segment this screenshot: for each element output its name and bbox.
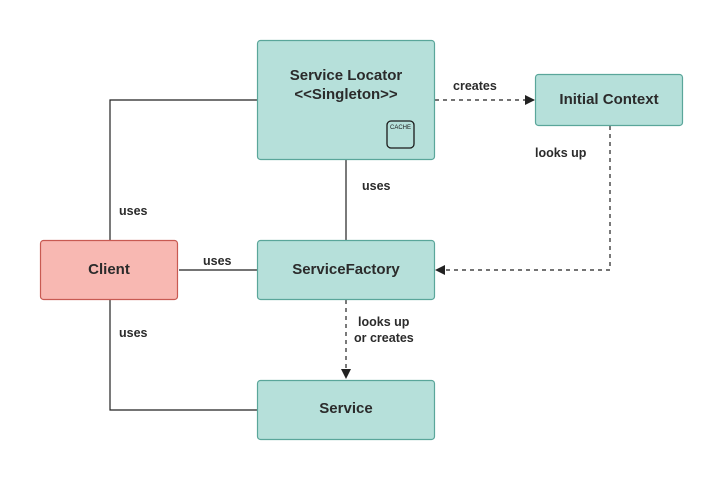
cache-badge-label: CACHE — [390, 125, 411, 131]
edge-label-or-creates: or creates — [354, 331, 414, 345]
service-factory-box — [256, 239, 436, 301]
edge-client-uses-locator — [109, 99, 257, 240]
initial-context-label: Initial Context — [559, 91, 658, 108]
edge-label-creates: creates — [453, 79, 497, 93]
service-locator-stereotype: <<Singleton>> — [294, 86, 398, 103]
edge-label-context-looks-up: looks up — [535, 146, 587, 160]
edge-label-client-uses-factory: uses — [203, 254, 232, 268]
initial-context-box — [534, 73, 684, 127]
node-service-factory[interactable]: ServiceFactory — [256, 239, 436, 301]
edge-label-client-uses-service: uses — [119, 326, 148, 340]
edge-label-locator-uses: uses — [362, 179, 391, 193]
cache-icon — [386, 120, 415, 149]
edge-label-looks-up: looks up — [358, 315, 410, 329]
node-service-locator[interactable]: Service Locator <<Singleton>> CACHE — [256, 39, 436, 161]
edge-client-uses-service — [109, 300, 257, 411]
client-box — [39, 239, 179, 301]
service-box — [256, 379, 436, 441]
node-service[interactable]: Service — [256, 379, 436, 441]
node-client[interactable]: Client — [39, 239, 179, 301]
service-factory-label: ServiceFactory — [292, 261, 400, 278]
cache-badge: CACHE — [386, 120, 415, 149]
node-initial-context[interactable]: Initial Context — [534, 73, 684, 127]
service-locator-title: Service Locator — [290, 67, 403, 84]
client-label: Client — [88, 261, 130, 278]
edge-label-client-uses-locator: uses — [119, 204, 148, 218]
service-label: Service — [319, 400, 372, 417]
edge-context-looks-up-factory — [435, 126, 611, 275]
